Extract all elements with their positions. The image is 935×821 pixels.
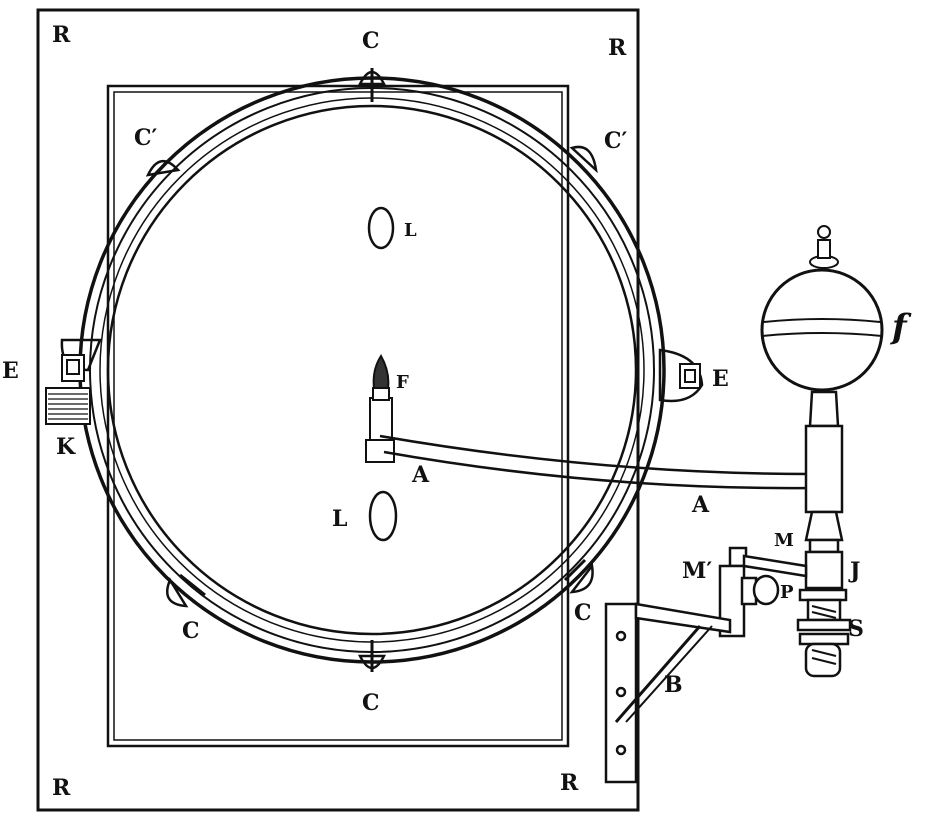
- e-clamps: [61, 354, 701, 389]
- lens-lower: [368, 490, 398, 542]
- valve-thread-marks: [811, 605, 837, 665]
- label-l-upper: L: [404, 220, 417, 241]
- bracket: [604, 602, 732, 784]
- label-e-right: E: [712, 366, 729, 392]
- label-r-top-right: R: [608, 35, 627, 61]
- label-e-left: E: [2, 358, 19, 384]
- outer-board: [36, 8, 640, 812]
- label-s: S: [848, 616, 864, 642]
- inner-frame-inset: [113, 91, 563, 741]
- ring-clamps: [179, 68, 587, 672]
- label-r-bottom-right: R: [560, 770, 579, 796]
- label-c-prime-right: C′: [604, 128, 628, 154]
- k-block: [45, 387, 91, 425]
- valve-column: [796, 390, 852, 678]
- label-c-bottom-left: C: [182, 618, 200, 644]
- label-f-globe: f: [890, 307, 912, 347]
- gas-globe: [760, 225, 884, 392]
- label-l-lower: L: [332, 506, 347, 532]
- label-c-prime-left: C′: [134, 125, 158, 151]
- label-r-bottom-left: R: [52, 775, 71, 801]
- label-m: M: [774, 530, 794, 551]
- valve-lever: [718, 546, 808, 638]
- burner: [365, 354, 395, 463]
- inner-frame: [106, 84, 570, 748]
- label-p: P: [780, 582, 794, 603]
- label-j: J: [848, 558, 860, 584]
- label-c-bottom: C: [362, 690, 380, 716]
- label-a-near: A: [411, 462, 430, 488]
- gas-tube: [379, 434, 813, 490]
- label-r-top-left: R: [52, 22, 71, 48]
- label-a-far: A: [691, 492, 710, 518]
- label-c-top: C: [362, 28, 380, 54]
- label-k: K: [56, 434, 76, 460]
- label-m-prime: M′: [682, 558, 712, 584]
- label-c-bottom-right: C: [574, 600, 592, 626]
- lens-upper: [367, 206, 395, 250]
- label-b: B: [664, 672, 683, 698]
- label-f-burner: F: [396, 372, 409, 393]
